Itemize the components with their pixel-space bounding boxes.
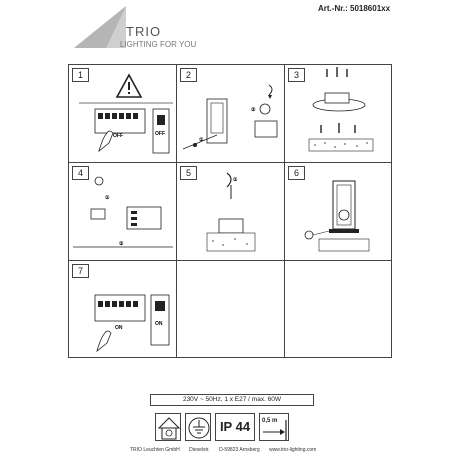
step-3-number: 3 <box>288 68 305 82</box>
step-2-label-1: ① <box>199 137 204 143</box>
step-1-off-label-2: OFF <box>155 131 165 137</box>
brand-tagline: LIGHTING FOR YOU <box>120 40 197 49</box>
steps-grid: OFF OFF 1 ① ② 2 <box>68 64 392 358</box>
step-7-illustration: ON ON <box>94 294 170 353</box>
grid-divider <box>69 260 391 261</box>
step-7-on-label: ON <box>115 325 123 331</box>
step-3-panel: 3 <box>285 65 393 163</box>
step-2-illustration: ① ② <box>182 84 278 150</box>
step-4-label-1: ① <box>105 195 110 201</box>
step-4-illustration: ① ② <box>73 176 173 248</box>
step-7-panel: ON ON 7 <box>69 261 177 359</box>
brand-logo: TRIO LIGHTING FOR YOU <box>62 2 196 54</box>
step-2-number: 2 <box>180 68 197 82</box>
ip-rating-icon: IP 44 <box>215 413 255 441</box>
grid-divider <box>284 65 285 357</box>
step-1-illustration: OFF OFF <box>79 73 173 154</box>
step-6-illustration <box>304 180 370 252</box>
brand-name: TRIO <box>126 24 162 39</box>
step-1-number: 1 <box>72 68 89 82</box>
step-7-number: 7 <box>72 264 89 278</box>
step-1-off-label: OFF <box>113 133 123 139</box>
certification-icons: IP 44 0,5 m <box>155 413 335 441</box>
company-footer: TRIO Leuchten GmbH Dieselstr. D-59823 Ar… <box>130 447 324 453</box>
grid-divider <box>69 162 391 163</box>
step-5-number: 5 <box>180 166 197 180</box>
step-7-on-label-2: ON <box>155 321 163 327</box>
step-5-panel: ① 5 <box>177 163 285 261</box>
footer-company: TRIO Leuchten GmbH <box>130 447 180 453</box>
step-2-label-2: ② <box>251 107 256 113</box>
step-6-number: 6 <box>288 166 305 180</box>
article-number: Art.-Nr.: 5018601xx <box>318 4 391 13</box>
footer-web: www.trio-lighting.com <box>269 447 317 453</box>
step-1-panel: OFF OFF 1 <box>69 65 177 163</box>
earth-ground-icon <box>185 413 211 441</box>
electrical-spec: 230V ~ 50Hz, 1 x E27 / max. 60W <box>150 394 314 406</box>
step-4-label-2: ② <box>119 241 124 247</box>
step-5-illustration: ① <box>206 172 256 252</box>
step-4-number: 4 <box>72 166 89 180</box>
step-5-label-1: ① <box>233 177 238 183</box>
step-2-panel: ① ② 2 <box>177 65 285 163</box>
step-3-illustration <box>308 67 374 152</box>
footer-street: Dieselstr. <box>189 447 210 453</box>
step-6-panel: 6 <box>285 163 393 261</box>
grid-divider <box>176 65 177 357</box>
logo-triangle-icon <box>74 6 126 48</box>
footer-city: D-59823 Arnsberg <box>219 447 260 453</box>
step-4-panel: ① ② 4 <box>69 163 177 261</box>
indoor-lamp-icon <box>155 413 181 441</box>
distance-icon: 0,5 m <box>259 413 289 441</box>
distance-value: 0,5 m <box>262 418 278 424</box>
